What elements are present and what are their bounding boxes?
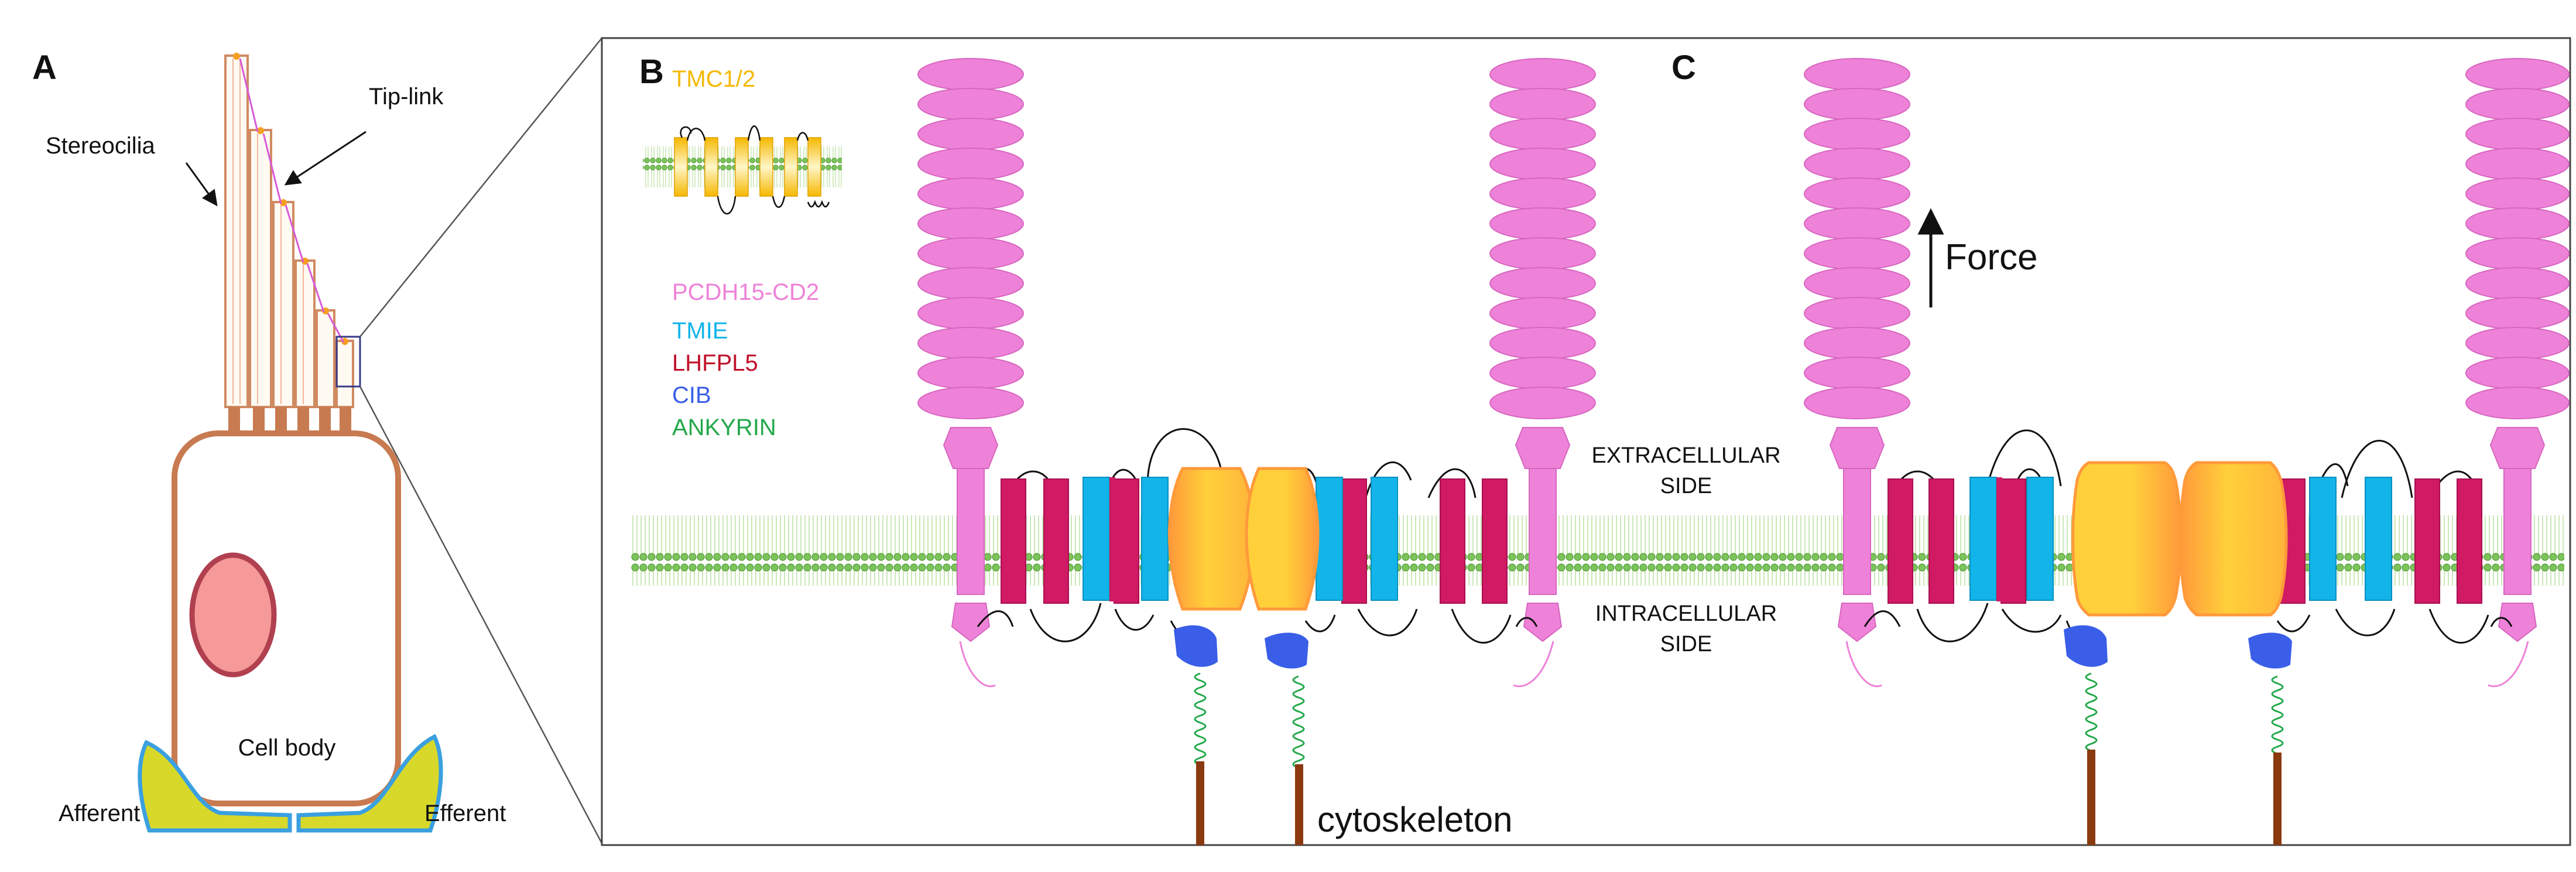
legend-tmc-mini bbox=[674, 125, 830, 215]
intracellular-label-line2: SIDE bbox=[1660, 632, 1712, 656]
stereocilium bbox=[316, 309, 335, 408]
extracellular-label-line2: SIDE bbox=[1660, 474, 1712, 498]
zoom-box bbox=[335, 336, 361, 388]
zoom-line-bottom bbox=[359, 386, 603, 844]
tip-link-arrow bbox=[284, 131, 366, 186]
cib-left-c bbox=[2064, 625, 2108, 667]
hair-cell-body bbox=[172, 430, 401, 806]
afferent-label: Afferent bbox=[59, 801, 140, 826]
legend-ankyrin: ANKYRIN bbox=[672, 415, 776, 440]
tmc-channel-open-c bbox=[2071, 461, 2288, 617]
extracellular-label-line1: EXTRACELLULAR bbox=[1591, 443, 1780, 468]
afferent-terminal bbox=[138, 740, 292, 833]
efferent-label: Efferent bbox=[424, 801, 506, 826]
stereocilium bbox=[335, 340, 354, 408]
cytoskeleton-label: cytoskeleton bbox=[1317, 800, 1513, 839]
force-label: Force bbox=[1945, 237, 2037, 278]
cytoskeleton-left-b bbox=[1196, 761, 1204, 845]
ankyrin-right-b bbox=[1292, 675, 1305, 769]
intracellular-label-line1: INTRACELLULAR bbox=[1595, 601, 1777, 626]
legend-lhfpl5: LHFPL5 bbox=[672, 350, 758, 376]
ankyrin-left-b bbox=[1194, 672, 1207, 766]
pcdh15-right-c bbox=[2465, 58, 2570, 688]
stereocilia-arrow bbox=[185, 162, 218, 207]
lhfpl5-b bbox=[1001, 478, 1508, 604]
tip-link-label: Tip-link bbox=[369, 84, 444, 110]
stereocilium bbox=[272, 201, 294, 408]
intracellular-loops-b bbox=[977, 603, 1538, 644]
panel-label-c: C bbox=[1671, 49, 1696, 87]
cib-right-b bbox=[1265, 632, 1308, 669]
ankyrin-left-c bbox=[2085, 672, 2098, 752]
pcdh15-right-b bbox=[1489, 58, 1596, 688]
tmie-b bbox=[1083, 477, 1398, 601]
stereocilia-label: Stereocilia bbox=[46, 133, 156, 159]
tmie-c bbox=[1969, 477, 2392, 601]
efferent-terminal bbox=[296, 734, 443, 833]
tmc-channel-b bbox=[1168, 467, 1320, 611]
tip-link-line bbox=[239, 58, 345, 343]
zoom-line-top bbox=[359, 37, 602, 337]
pcdh15-left-b bbox=[917, 58, 1024, 688]
pcdh15-left-c bbox=[1804, 58, 1910, 688]
panel-label-a: A bbox=[32, 49, 57, 87]
cytoskeleton-right-b bbox=[1295, 764, 1303, 845]
stereocilium bbox=[294, 259, 316, 408]
stereocilium bbox=[224, 54, 249, 408]
stereocilia-bundle bbox=[224, 53, 354, 432]
cytoskeleton-right-c bbox=[2273, 753, 2282, 845]
legend-pcdh15: PCDH15-CD2 bbox=[672, 279, 819, 305]
cell-body-label: Cell body bbox=[238, 735, 336, 761]
stereocilium bbox=[249, 129, 272, 408]
legend-tmc: TMC1/2 bbox=[672, 66, 755, 92]
membrane-side-labels: EXTRACELLULAR SIDE INTRACELLULAR SIDE bbox=[1591, 443, 1780, 656]
panel-a: A bbox=[32, 37, 603, 844]
panel-b: B TMC1/2 PCDH15-CD2 TMIE LH bbox=[639, 53, 1596, 845]
lhfpl5-c bbox=[1888, 478, 2482, 604]
cib-right-c bbox=[2248, 632, 2292, 669]
panel-c: C Force bbox=[1671, 49, 2570, 845]
panel-label-b: B bbox=[639, 53, 664, 91]
legend: TMC1/2 PCDH15-CD2 TMIE LHFPL5 CIB bbox=[643, 66, 842, 440]
cib-left-b bbox=[1174, 625, 1218, 667]
legend-tmie: TMIE bbox=[672, 318, 728, 344]
legend-cib: CIB bbox=[672, 382, 711, 408]
cytoskeleton-left-c bbox=[2087, 750, 2095, 845]
nucleus bbox=[189, 552, 277, 678]
ankyrin-right-c bbox=[2271, 675, 2284, 755]
